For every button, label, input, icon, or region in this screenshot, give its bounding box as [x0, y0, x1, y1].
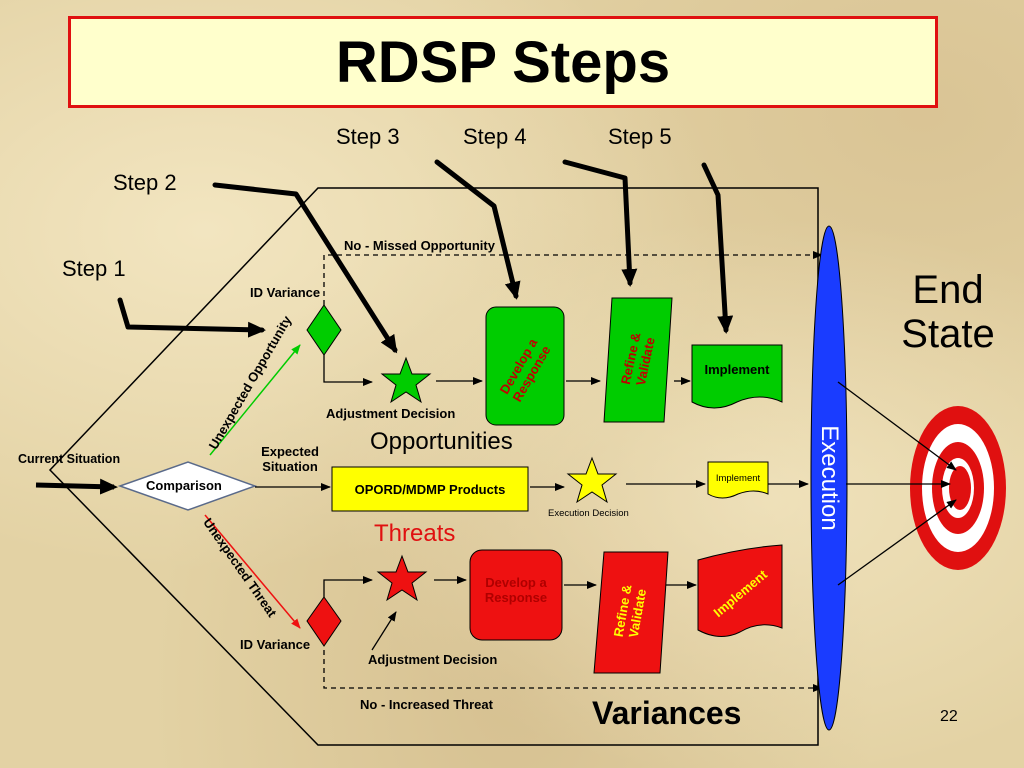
expected-situation-label: Expected Situation	[261, 444, 319, 474]
step2-arrow	[212, 182, 398, 354]
implement-shape-mid	[707, 461, 769, 499]
execution-decision-star	[566, 456, 618, 504]
step3-arrow	[434, 159, 521, 300]
page-number: 22	[940, 708, 958, 725]
outer-hexagon	[48, 187, 819, 746]
id-variance-diamond-bottom	[306, 596, 342, 647]
variances-label: Variances	[592, 695, 742, 731]
adjustment-decision-top-label: Adjustment Decision	[326, 406, 456, 421]
step4-arrow	[562, 159, 638, 287]
current-situation-arrow	[35, 478, 118, 495]
develop-response-bottom-label: Develop a Response	[484, 575, 548, 605]
step-arrows	[117, 159, 734, 354]
increased-threat-loop	[323, 650, 823, 692]
opportunities-label: Opportunities	[370, 428, 513, 455]
missed-opportunity-label: No - Missed Opportunity	[344, 238, 495, 253]
refine-validate-box-bottom	[593, 551, 669, 674]
step2-label: Step 2	[113, 170, 177, 195]
unexpected-opportunity-line	[209, 344, 301, 456]
implement-shape-bottom	[697, 544, 783, 637]
end-state-label: End State	[901, 268, 995, 356]
execution-label: Execution	[816, 425, 843, 531]
execution-decision-label: Execution Decision	[548, 508, 629, 519]
step5-label: Step 5	[608, 124, 672, 149]
id-variance-top-label: ID Variance	[250, 285, 321, 300]
step5-arrow	[701, 162, 734, 334]
develop-response-box-bottom	[469, 549, 563, 641]
comparison-label: Comparison	[146, 478, 222, 493]
opord-products-box	[331, 466, 529, 512]
opord-products-label: OPORD/MDMP Products	[354, 481, 506, 497]
step1-label: Step 1	[62, 256, 126, 281]
id-variance-diamond-top	[306, 304, 342, 356]
page-title: RDSP Steps	[335, 29, 671, 95]
unexpected-threat-line	[204, 514, 301, 629]
step4-label: Step 4	[463, 124, 527, 149]
implement-shape-top	[691, 344, 783, 409]
adjustment-decision-bottom-label: Adjustment Decision	[368, 652, 498, 667]
increased-threat-label: No - Increased Threat	[360, 697, 493, 712]
implement-mid-label: Implement	[715, 472, 761, 484]
develop-response-box-top	[485, 306, 565, 426]
title-box: RDSP Steps	[68, 16, 938, 108]
missed-opportunity-loop	[323, 251, 823, 305]
current-situation-label: Current Situation	[18, 452, 121, 466]
implement-top-label: Implement	[704, 361, 770, 377]
id-variance-bottom-label: ID Variance	[240, 637, 311, 652]
step1-arrow	[117, 297, 266, 338]
adjustment-decision-star-top	[380, 356, 432, 404]
refine-validate-box-top	[603, 297, 673, 423]
execution-ellipse	[810, 225, 848, 731]
step3-label: Step 3	[336, 124, 400, 149]
adjustment-decision-star-bottom	[376, 554, 428, 602]
comparison-diamond	[117, 461, 258, 511]
end-state-target	[910, 406, 1006, 570]
threats-label: Threats	[374, 520, 456, 547]
